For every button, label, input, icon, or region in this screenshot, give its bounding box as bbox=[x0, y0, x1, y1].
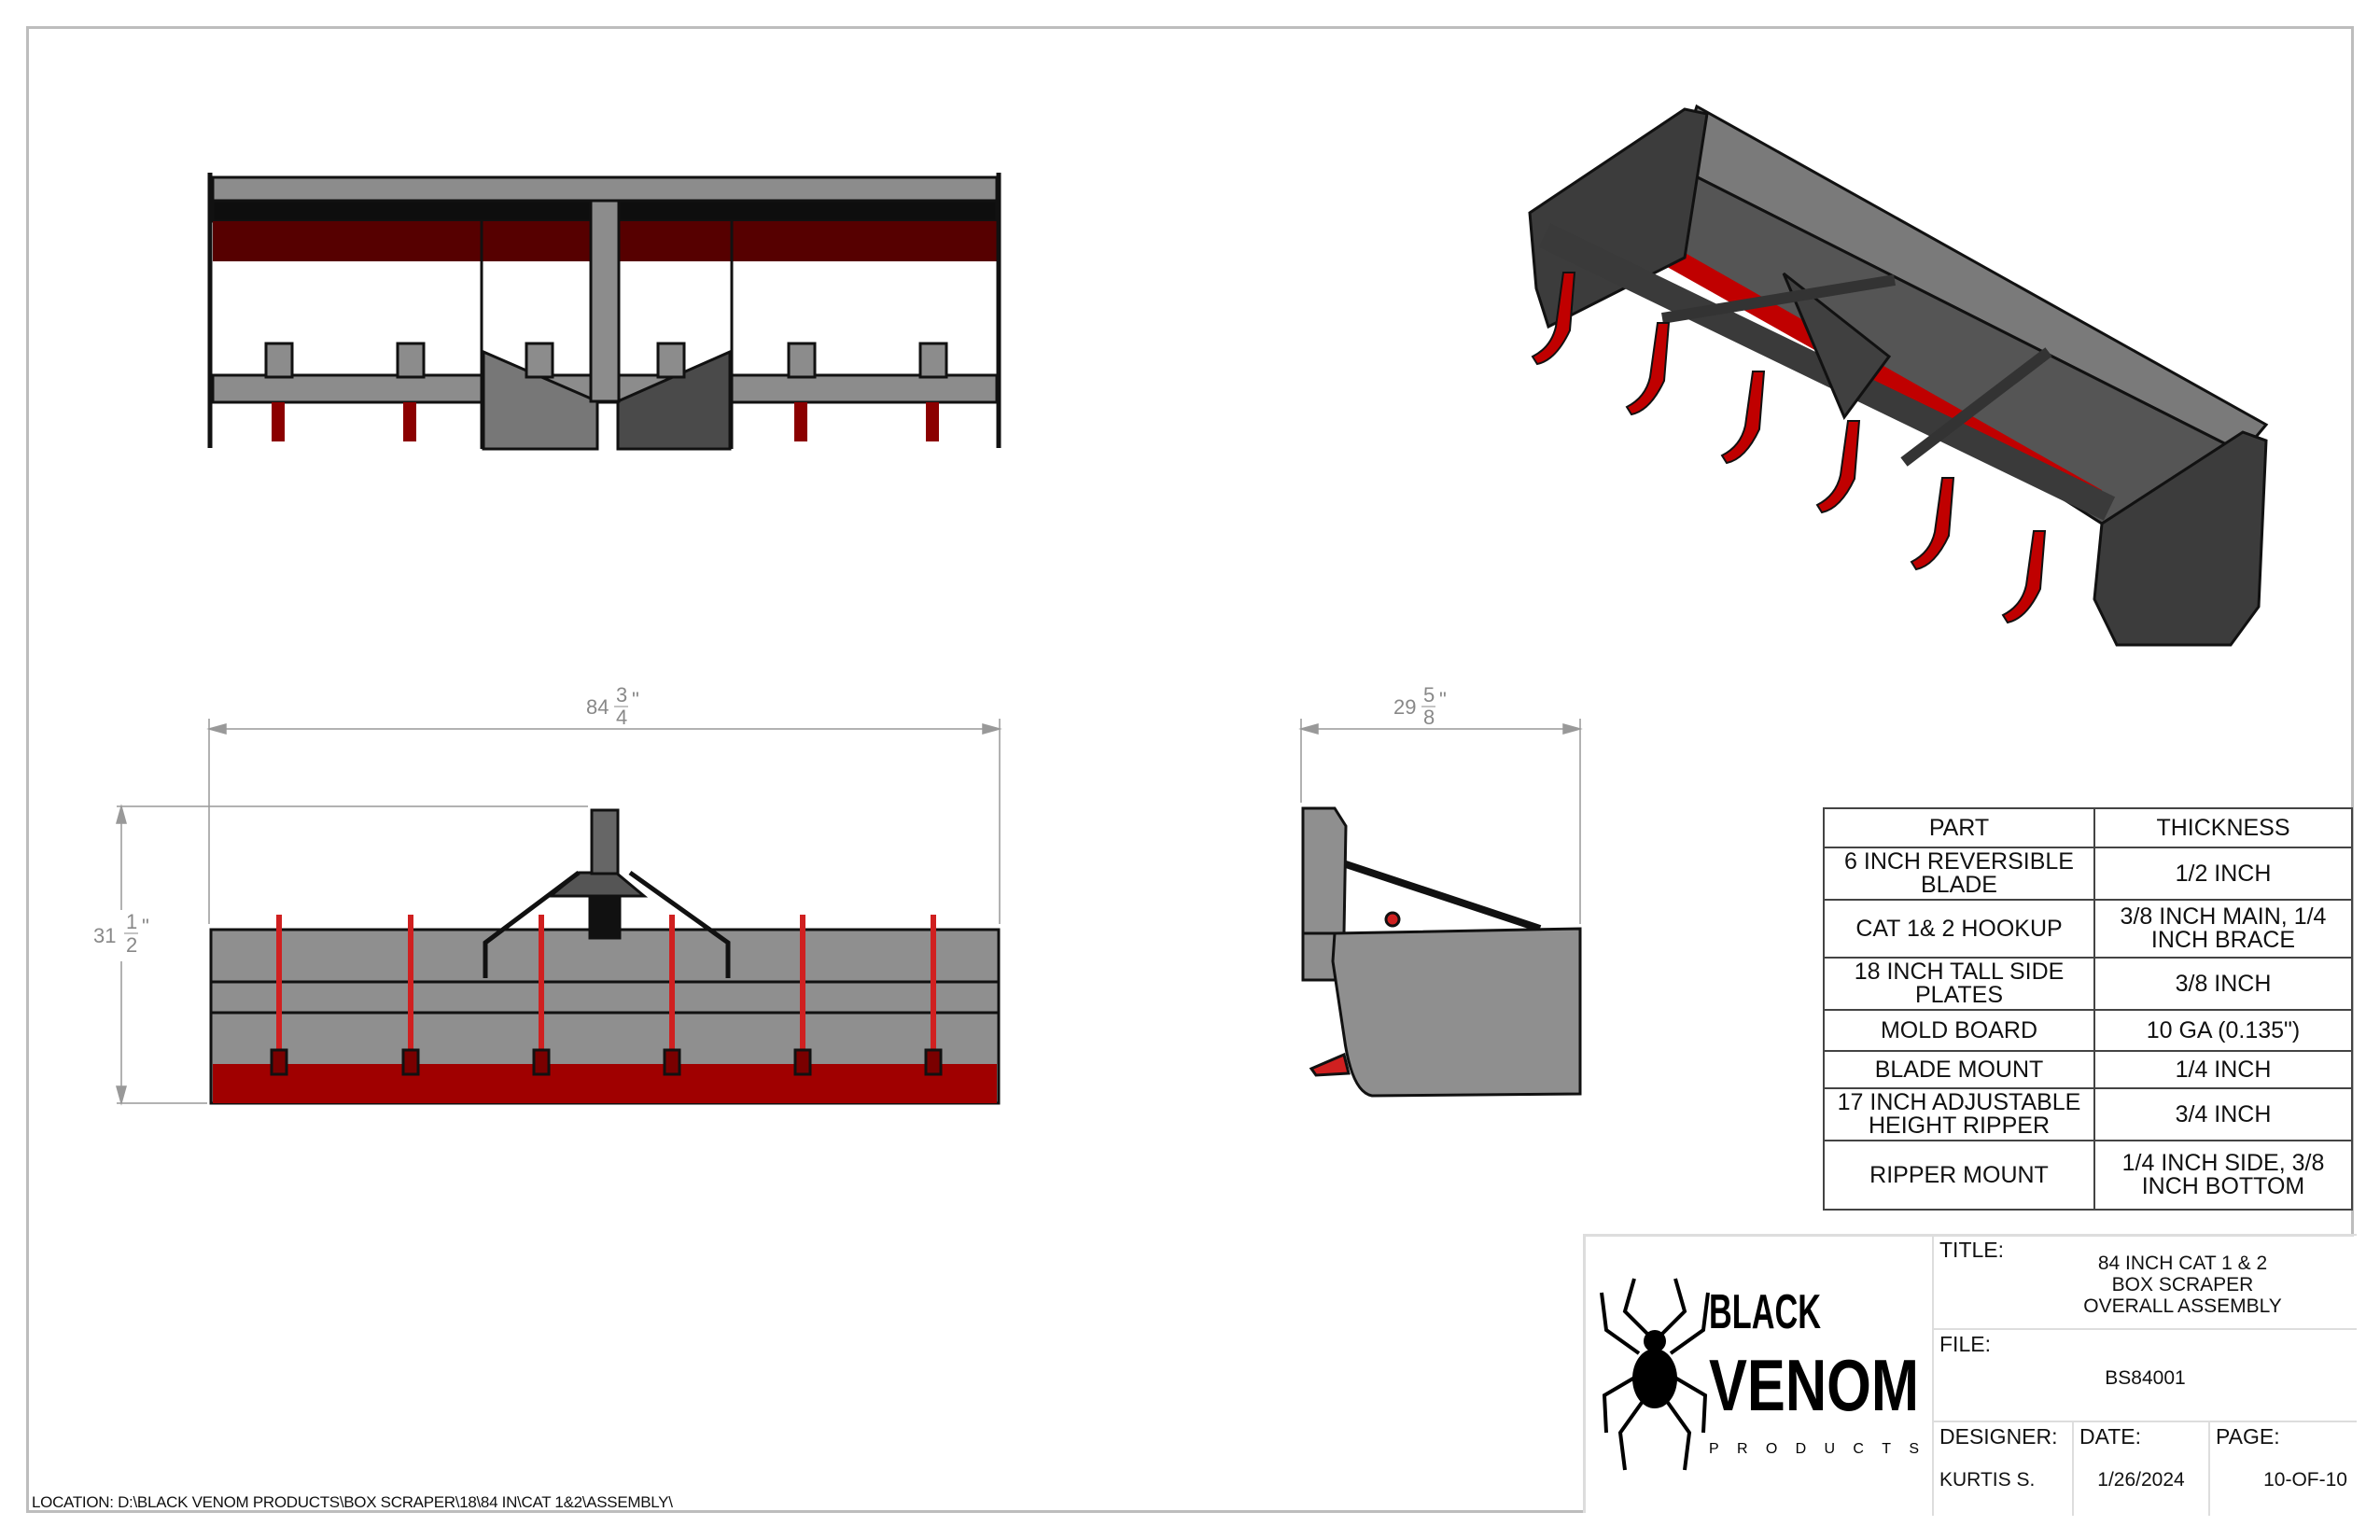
title-cell: TITLE: 84 INCH CAT 1 & 2 BOX SCRAPER OVE… bbox=[1932, 1234, 2357, 1328]
svg-text:PRODUCTS: PRODUCTS bbox=[1709, 1441, 1919, 1457]
title-value: 84 INCH CAT 1 & 2 BOX SCRAPER OVERALL AS… bbox=[2009, 1253, 2357, 1317]
date-cell: DATE: 1/26/2024 bbox=[2072, 1421, 2208, 1516]
svg-text:4: 4 bbox=[616, 706, 627, 729]
ripper-feet-front bbox=[270, 1048, 943, 1076]
thickness-cell: 1/4 INCH bbox=[2093, 1050, 2353, 1089]
thickness-line: INCH BOTTOM bbox=[2141, 1173, 2305, 1199]
part-cell: BLADE MOUNT bbox=[1823, 1050, 2095, 1089]
svg-text:2: 2 bbox=[126, 933, 137, 957]
top-rail bbox=[211, 175, 999, 203]
svg-text:3: 3 bbox=[616, 683, 627, 707]
isometric-view bbox=[1528, 104, 2269, 647]
date-value: 1/26/2024 bbox=[2097, 1469, 2185, 1491]
svg-text:": " bbox=[632, 688, 639, 711]
thickness-line: 3/8 INCH MAIN, 1/4 bbox=[2120, 903, 2327, 930]
ripper-mounts bbox=[264, 342, 948, 379]
thickness-cell: 1/2 INCH bbox=[2093, 847, 2353, 901]
drawing-sheet-border bbox=[26, 26, 2354, 1513]
thickness-line: 1/4 INCH SIDE, 3/8 bbox=[2121, 1150, 2325, 1176]
file-location: LOCATION: D:\BLACK VENOM PRODUCTS\BOX SC… bbox=[32, 1493, 673, 1511]
part-line: 17 INCH ADJUSTABLE bbox=[1837, 1089, 2081, 1115]
part-line: 18 INCH TALL SIDE bbox=[1854, 959, 2065, 985]
page-cell: PAGE: 10-OF-10 bbox=[2208, 1421, 2357, 1516]
svg-text:": " bbox=[1439, 688, 1447, 711]
dim-height-text: 31 1 2 " bbox=[93, 910, 149, 957]
ripper-shanks bbox=[272, 402, 939, 441]
svg-text:8: 8 bbox=[1423, 706, 1435, 729]
page-label: PAGE: bbox=[2216, 1424, 2280, 1449]
title-block: BLACK VENOM PRODUCTS TITLE: 84 INCH CAT … bbox=[1583, 1234, 2357, 1516]
part-line: BLADE bbox=[1921, 872, 1997, 898]
designer-value: KURTIS S. bbox=[1939, 1469, 2036, 1491]
svg-text:BLACK: BLACK bbox=[1709, 1285, 1821, 1339]
thickness-cell: 10 GA (0.135") bbox=[2093, 1009, 2353, 1052]
thickness-cell: 3/4 INCH bbox=[2093, 1087, 2353, 1141]
dimension-depth bbox=[1298, 719, 1583, 924]
part-line: HEIGHT RIPPER bbox=[1868, 1113, 2051, 1139]
top-view bbox=[207, 173, 1001, 451]
dimension-width bbox=[206, 719, 1002, 924]
table-header-row: PART THICKNESS bbox=[1823, 807, 2353, 848]
svg-text:5: 5 bbox=[1423, 683, 1435, 707]
file-cell: FILE: BS84001 bbox=[1932, 1328, 2357, 1421]
side-view bbox=[1301, 806, 1582, 1098]
dimension-height bbox=[116, 804, 588, 1106]
table-row: BLADE MOUNT 1/4 INCH bbox=[1823, 1050, 2353, 1089]
title-line: 84 INCH CAT 1 & 2 bbox=[2097, 1253, 2268, 1274]
thickness-cell: 3/8 INCH bbox=[2093, 957, 2353, 1011]
part-line: PLATES bbox=[1914, 982, 2004, 1008]
part-cell: MOLD BOARD bbox=[1823, 1009, 2095, 1052]
svg-text:VENOM: VENOM bbox=[1709, 1344, 1919, 1426]
designer-cell: DESIGNER: KURTIS S. bbox=[1932, 1421, 2072, 1516]
date-label: DATE: bbox=[2079, 1424, 2142, 1449]
title-line: BOX SCRAPER bbox=[2111, 1274, 2254, 1295]
iso-rippers bbox=[1531, 272, 2047, 624]
thickness-line: INCH BRACE bbox=[2150, 927, 2296, 953]
black-venom-logo: BLACK VENOM PRODUCTS bbox=[1597, 1274, 1924, 1479]
svg-text:29: 29 bbox=[1393, 695, 1416, 719]
svg-text:84: 84 bbox=[586, 695, 609, 719]
table-row: MOLD BOARD 10 GA (0.135") bbox=[1823, 1009, 2353, 1052]
part-cell: RIPPER MOUNT bbox=[1823, 1140, 2095, 1211]
svg-text:1: 1 bbox=[126, 910, 137, 933]
title-label: TITLE: bbox=[1939, 1238, 2005, 1262]
page-value: 10-OF-10 bbox=[2263, 1469, 2347, 1491]
ripper-shanks-front bbox=[276, 915, 936, 1059]
file-label: FILE: bbox=[1939, 1332, 1991, 1356]
front-view bbox=[209, 808, 1001, 1105]
spider-icon: BLACK VENOM PRODUCTS bbox=[1600, 1278, 1919, 1471]
part-line: 6 INCH REVERSIBLE bbox=[1844, 848, 2074, 875]
designer-label: DESIGNER: bbox=[1939, 1424, 2058, 1449]
part-cell: CAT 1& 2 HOOKUP bbox=[1823, 899, 2095, 959]
header-thickness: THICKNESS bbox=[2093, 807, 2353, 848]
dim-width-text: 84 3 4 " bbox=[586, 683, 639, 729]
title-line: OVERALL ASSEMBLY bbox=[2083, 1295, 2282, 1317]
header-part: PART bbox=[1823, 807, 2095, 848]
file-value: BS84001 bbox=[2105, 1367, 2186, 1389]
svg-text:31: 31 bbox=[93, 924, 116, 947]
dim-depth-text: 29 5 8 " bbox=[1393, 683, 1447, 729]
svg-text:": " bbox=[142, 915, 149, 938]
